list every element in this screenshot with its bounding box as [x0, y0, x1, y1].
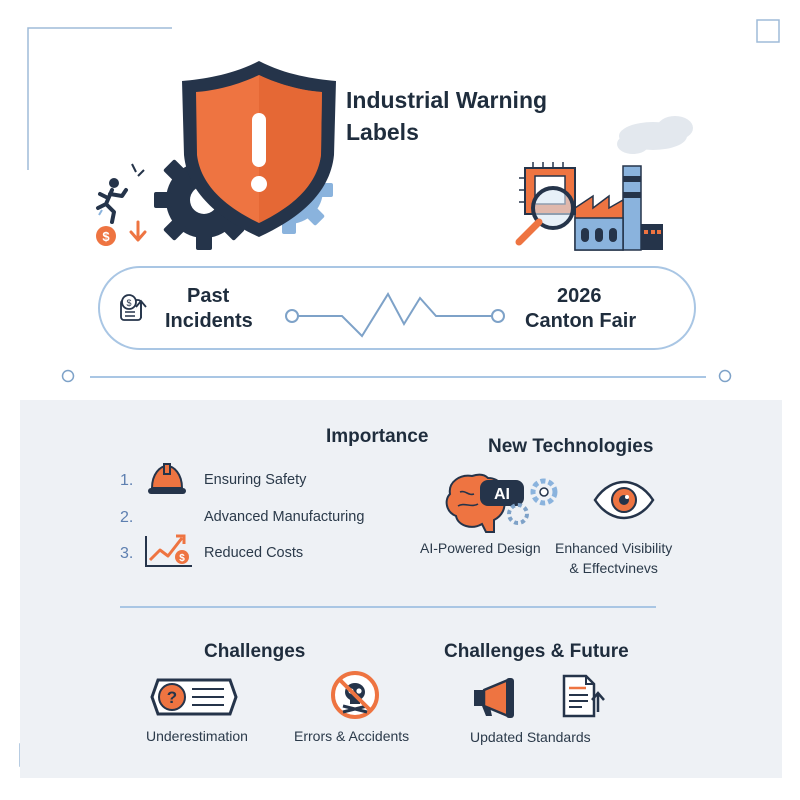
title-line-2: Labels: [346, 119, 419, 145]
ai-brain-icon: AI: [445, 473, 558, 533]
past-incidents-icon: $: [120, 294, 147, 321]
canton-fair-label: Canton Fair: [525, 310, 637, 332]
factory-inspection-icon: [515, 116, 693, 251]
document-update-icon: [562, 674, 605, 718]
tech-item-1-label: AI-Powered Design: [420, 540, 541, 556]
megaphone-icon: [474, 678, 514, 718]
title-line-1: Industrial Warning: [346, 87, 548, 113]
incidents-label: Incidents: [165, 310, 253, 332]
importance-item-3-label: Reduced Costs: [204, 545, 304, 561]
no-accident-icon: [331, 671, 379, 719]
section-divider: [120, 606, 656, 608]
importance-heading: Importance: [326, 426, 429, 447]
importance-item-3-number: 3.: [120, 545, 134, 562]
past-label: Past: [187, 285, 230, 307]
importance-item-2-number: 2.: [120, 509, 134, 526]
timeline-pill: [98, 266, 696, 350]
year-label: 2026: [557, 285, 602, 307]
question-label-icon: ?: [150, 678, 238, 716]
tech-item-2-label: Enhanced Visibility & Effectvinevs: [555, 538, 672, 578]
challenges-heading: Challenges: [204, 641, 306, 662]
importance-item-1-number: 1.: [120, 472, 134, 489]
timeline-wave-connector: [285, 291, 505, 338]
shield-warning-icon: [154, 61, 336, 250]
importance-item-1-label: Ensuring Safety: [204, 472, 307, 488]
hard-hat-icon: [148, 463, 186, 494]
svg-text:$: $: [126, 298, 131, 308]
new-technologies-heading: New Technologies: [488, 436, 654, 457]
svg-text:$: $: [102, 229, 110, 244]
challenges-future-heading: Challenges & Future: [444, 641, 629, 662]
page-title: Industrial Warning Labels: [346, 84, 606, 148]
importance-item-2-label: Advanced Manufacturing: [204, 509, 365, 525]
svg-text:$: $: [179, 553, 185, 564]
svg-text:?: ?: [167, 688, 177, 707]
challenge-item-2-label: Errors & Accidents: [294, 728, 410, 744]
timeline-left-label: Past Incidents: [165, 284, 253, 334]
cost-chart-icon: $: [145, 534, 192, 567]
timeline-right-label: 2026 Canton Fair: [525, 284, 636, 334]
future-item-1-label: Updated Standards: [470, 729, 591, 745]
tech-item-2-label-line1: Enhanced Visibility: [555, 540, 673, 556]
challenge-item-1-label: Underestimation: [146, 728, 248, 744]
incident-icons: $: [96, 163, 147, 246]
tech-item-2-label-line2: & Effectvinevs: [569, 560, 658, 576]
info-panel: [20, 400, 782, 778]
eye-icon: [593, 480, 655, 520]
ai-badge-text: AI: [494, 486, 510, 503]
